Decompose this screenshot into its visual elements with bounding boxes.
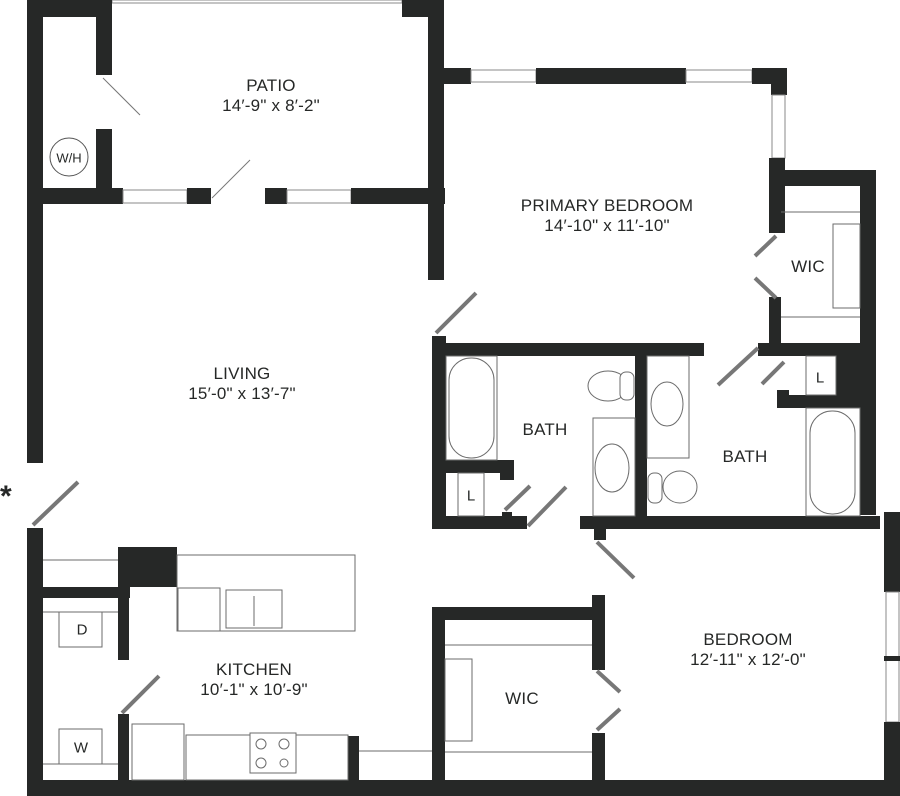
primary-bedroom-walls	[432, 68, 876, 526]
linen-door-2	[760, 360, 786, 386]
room-label-wic-primary: WIC	[791, 257, 825, 277]
bath-2-door	[716, 346, 760, 387]
room-label-bath-1: BATH	[523, 420, 568, 440]
wic-2-door-2	[595, 707, 622, 732]
wic-door-2	[753, 276, 778, 300]
laundry-door	[120, 674, 161, 715]
room-name: BATH	[722, 447, 768, 466]
room-name: LIVING	[213, 364, 271, 383]
room-name: BEDROOM	[703, 630, 793, 649]
bedroom-walls	[432, 512, 900, 796]
room-dimensions: 15′-0" x 13′-7"	[188, 384, 296, 403]
room-dimensions: 10′-1" x 10′-9"	[200, 680, 308, 699]
wic-door-1	[753, 234, 778, 258]
bath-2-walls	[758, 343, 860, 408]
entry-door	[31, 480, 80, 527]
room-label-primary-bedroom: PRIMARY BEDROOM 14′-10" x 11′-10"	[521, 196, 693, 236]
room-label-bath-2: BATH	[723, 447, 768, 467]
room-dimensions: 12′-11" x 12′-0"	[690, 650, 806, 669]
room-name: BATH	[522, 420, 568, 439]
linen-closet-label-1: L	[466, 487, 476, 505]
patio-door	[211, 159, 251, 199]
dryer-label: D	[76, 621, 88, 639]
wic-2-door-1	[595, 669, 622, 694]
room-label-patio: PATIO 14′-9" x 8′-2"	[222, 76, 320, 116]
primary-bedroom-door	[434, 291, 478, 335]
room-name: PRIMARY BEDROOM	[520, 196, 694, 215]
patio-walls	[27, 0, 445, 280]
room-name: WIC	[505, 689, 539, 708]
linen-closet-label-2: L	[815, 369, 825, 387]
room-label-living: LIVING 15′-0" x 13′-7"	[188, 364, 295, 404]
room-name: PATIO	[246, 76, 296, 95]
entry-marker: *	[0, 480, 12, 513]
bath-1-door	[526, 485, 568, 528]
room-label-wic-bedroom: WIC	[505, 689, 539, 709]
washer-label: W	[73, 739, 89, 757]
room-dimensions: 14′-10" x 11′-10"	[544, 216, 670, 235]
water-heater-icon	[49, 137, 89, 177]
water-heater-label: W/H	[56, 150, 82, 166]
room-label-kitchen: KITCHEN 10′-1" x 10′-9"	[200, 660, 307, 700]
living-kitchen-walls	[27, 203, 900, 796]
room-name: KITCHEN	[215, 660, 293, 679]
bedroom-door	[595, 540, 636, 580]
linen-door-1	[503, 484, 532, 512]
bath-1-walls	[432, 343, 880, 540]
water-heater-door	[102, 77, 141, 116]
room-name: WIC	[791, 257, 825, 276]
room-dimensions: 14′-9" x 8′-2"	[222, 96, 320, 115]
room-label-bedroom: BEDROOM 12′-11" x 12′-0"	[690, 630, 806, 670]
